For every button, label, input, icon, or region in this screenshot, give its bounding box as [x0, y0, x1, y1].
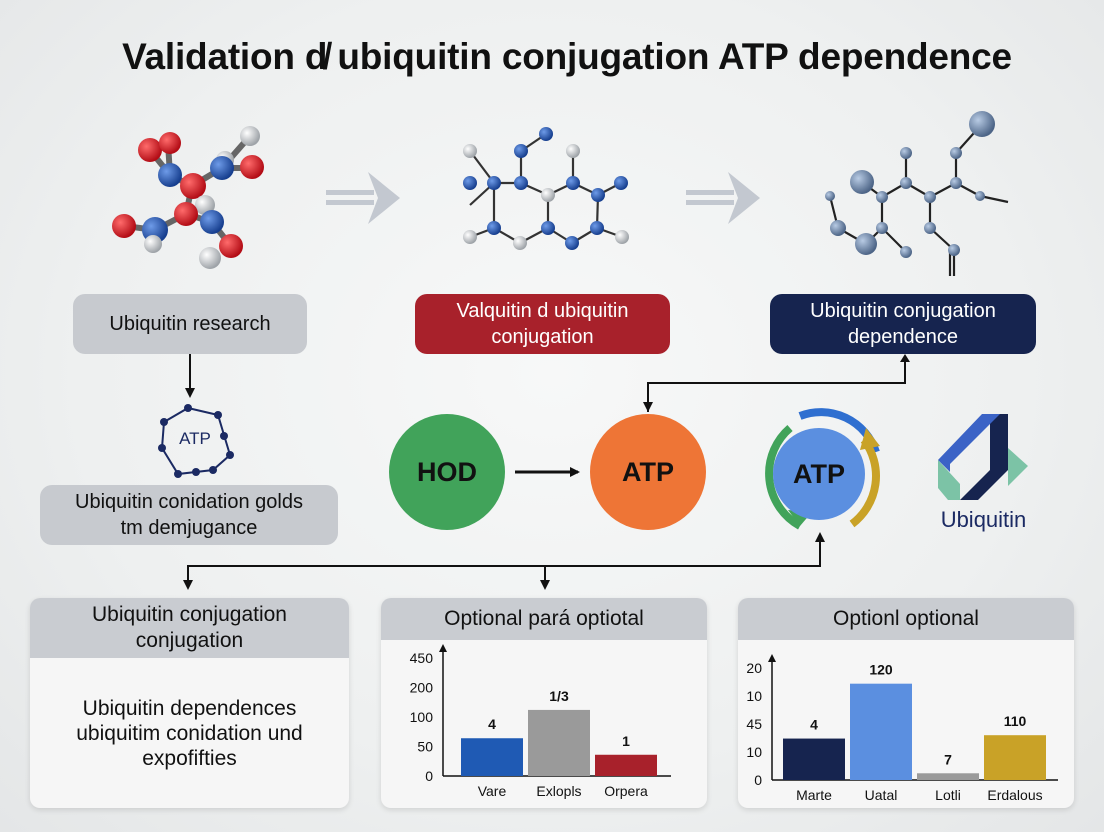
- hod-circle: HOD: [389, 414, 505, 530]
- bar: [528, 709, 590, 776]
- data-label: 1/3: [549, 688, 569, 704]
- x-tick-label: Uatal: [865, 787, 898, 803]
- y-tick-label: 50: [417, 739, 433, 755]
- y-tick-label: 10: [746, 744, 762, 760]
- molecule-2-icon: [463, 127, 629, 250]
- y-axis-arrow: [439, 644, 447, 652]
- y-tick-label: 0: [425, 768, 433, 784]
- y-tick-label: 450: [410, 650, 434, 666]
- flow-arrow-1-icon: [326, 172, 400, 224]
- x-tick-label: Lotli: [935, 787, 961, 803]
- bar: [917, 773, 979, 780]
- atp-ring-label: ATP: [179, 429, 211, 448]
- bar: [595, 754, 657, 776]
- data-label: 120: [869, 662, 893, 678]
- atp-orange-circle: ATP: [590, 414, 706, 530]
- molecule-1-icon: [112, 126, 264, 269]
- data-label: 1: [622, 733, 630, 749]
- data-label: 4: [488, 716, 496, 732]
- dependence-node: Ubiquitin conjugation dependence: [770, 294, 1036, 354]
- x-tick-label: Exlopls: [536, 783, 581, 799]
- page-title: Validation d̸ ubiquitin conjugation ATP …: [122, 36, 1012, 77]
- x-tick-label: Erdalous: [987, 787, 1042, 803]
- validation-node: Valquitin d ubiquitin conjugation: [415, 294, 670, 354]
- data-label: 7: [944, 751, 952, 767]
- ubiquitin-logo-icon: [938, 414, 1028, 500]
- molecule-3-icon: [825, 111, 1009, 276]
- y-tick-label: 10: [746, 688, 762, 704]
- card-left-title: Ubiquitin conjugation conjugation: [30, 598, 349, 658]
- bar: [850, 683, 912, 780]
- y-tick-label: 0: [754, 772, 762, 788]
- bar: [783, 738, 845, 780]
- card-left-body: Ubiquitin dependences ubiquitim conidati…: [76, 696, 303, 770]
- card-right-title: Optionl optional: [738, 598, 1074, 640]
- flow-arrow-2-icon: [686, 172, 760, 224]
- connector-atp-dependence: [647, 360, 906, 412]
- x-tick-label: Orpera: [604, 783, 648, 799]
- condition-node: Ubiquitin conidation golds tm demjugance: [40, 485, 338, 545]
- y-tick-label: 45: [746, 716, 762, 732]
- x-tick-label: Vare: [478, 783, 507, 799]
- atp-cycle-circle: ATP: [773, 428, 865, 520]
- x-tick-label: Marte: [796, 787, 832, 803]
- bar: [461, 738, 523, 776]
- data-label: 110: [1004, 713, 1027, 729]
- data-label: 4: [810, 717, 818, 733]
- y-tick-label: 200: [410, 680, 434, 696]
- card-middle-title: Optional pará optiotal: [381, 598, 707, 640]
- y-axis-arrow: [768, 654, 776, 662]
- card-left: Ubiquitin conjugation conjugation Ubiqui…: [30, 598, 349, 808]
- research-node: Ubiquitin research: [73, 294, 307, 354]
- logo-label: Ubiquitin: [940, 507, 1027, 532]
- y-tick-label: 100: [410, 709, 434, 725]
- bar: [984, 735, 1046, 780]
- y-tick-label: 20: [746, 660, 762, 676]
- connector-bottom-bus: [187, 538, 821, 588]
- atp-ring-icon: [158, 404, 234, 478]
